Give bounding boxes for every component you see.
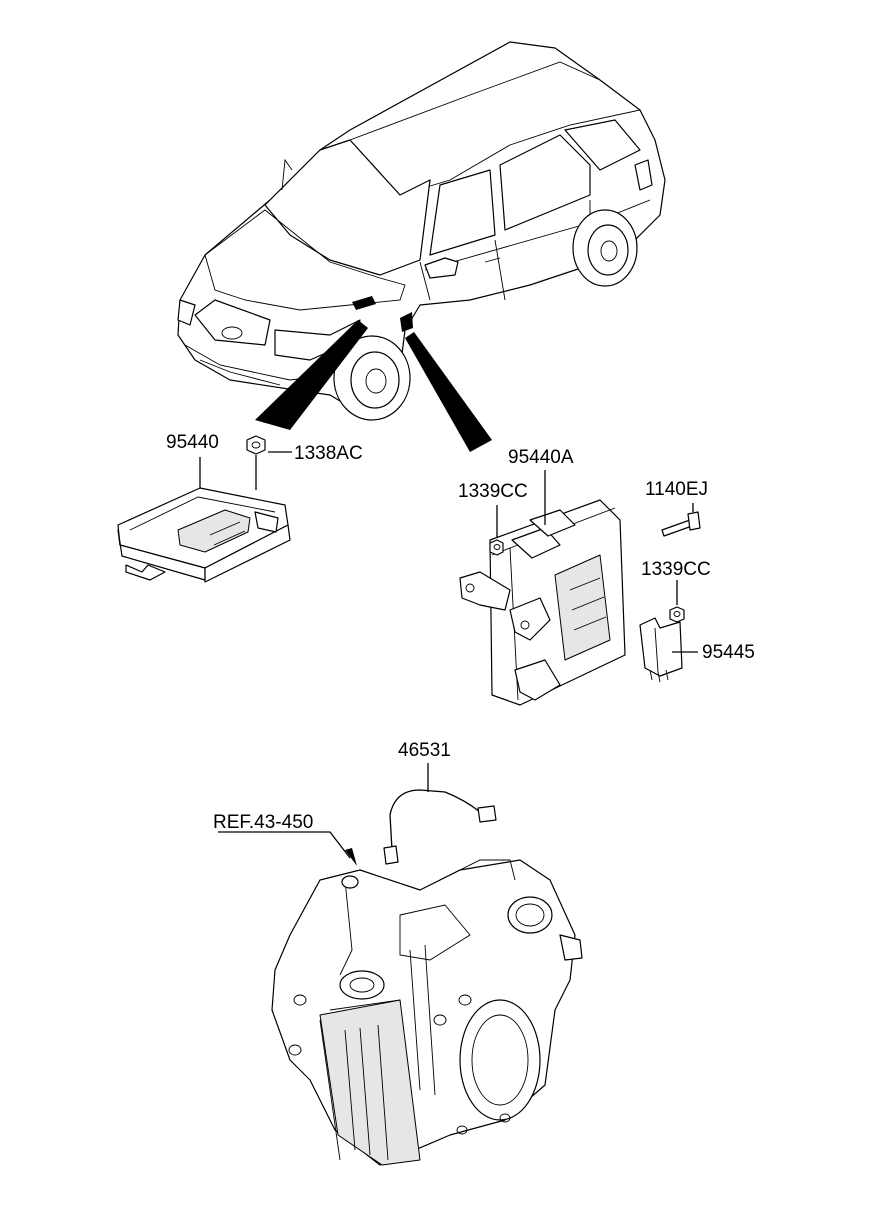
leader-lines <box>199 451 698 866</box>
relay <box>639 617 683 683</box>
label-1140EJ: 1140EJ <box>645 479 708 500</box>
transaxle <box>271 859 583 1166</box>
pointer-ribbon-95440A <box>405 332 492 452</box>
label-95445: 95445 <box>702 642 755 663</box>
control-module-box <box>117 487 291 583</box>
nut <box>246 435 266 455</box>
nut <box>489 539 504 556</box>
bolt <box>661 511 701 537</box>
label-1339CC-left: 1339CC <box>458 481 528 502</box>
label-1339CC-right: 1339CC <box>641 559 711 580</box>
bracket-module <box>459 499 626 706</box>
label-46531: 46531 <box>398 740 451 761</box>
label-1338AC: 1338AC <box>294 443 363 464</box>
nut <box>669 606 685 623</box>
pointer-ribbon-95440 <box>255 320 368 430</box>
label-95440A: 95440A <box>508 447 574 468</box>
vehicle-illustration <box>177 41 666 421</box>
label-ref-43-450: REF.43-450 <box>213 812 313 833</box>
harness <box>383 789 497 865</box>
label-95440: 95440 <box>166 432 219 453</box>
